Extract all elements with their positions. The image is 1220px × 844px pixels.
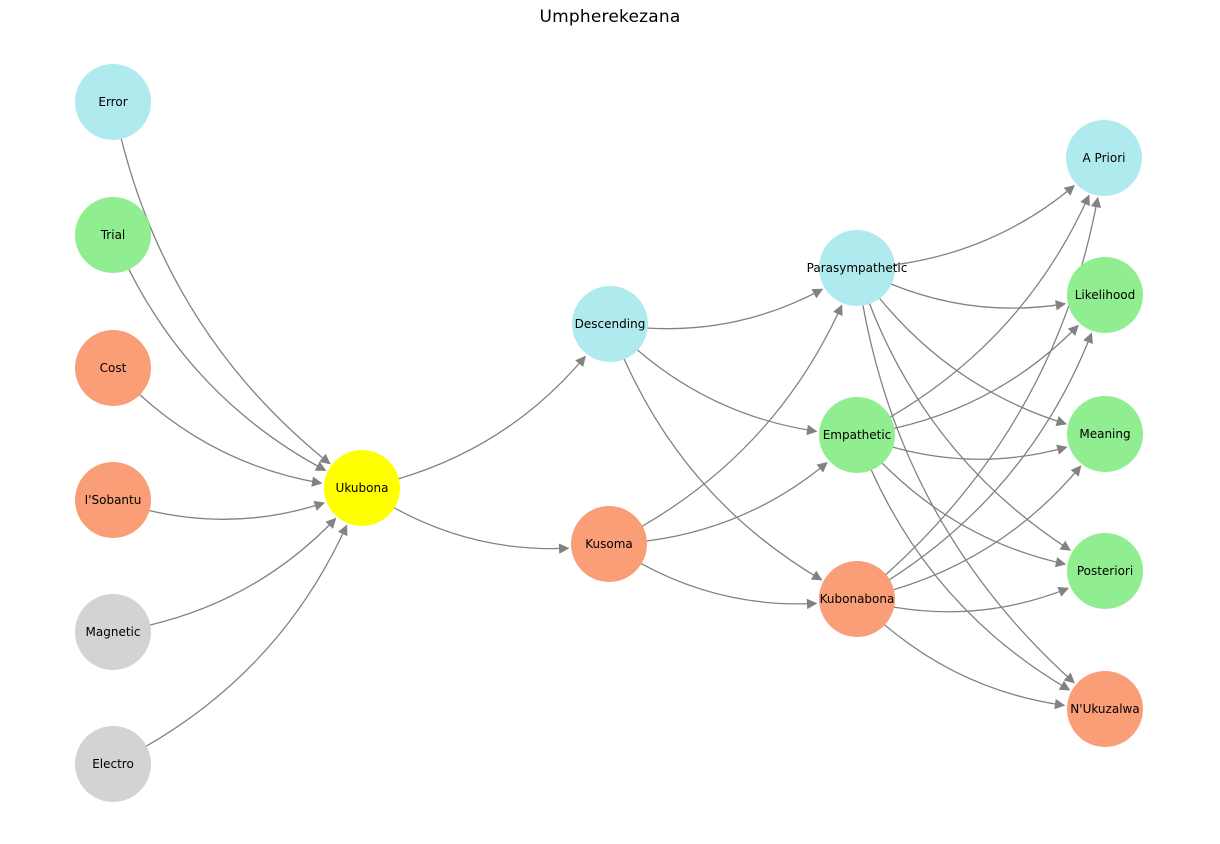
node-ukubona: Ukubona	[324, 450, 400, 526]
edge-kubonabona-nukuzalwa	[883, 624, 1066, 710]
chart-title: Umpherekezana	[539, 7, 681, 27]
edge-parasympathetic-meaning	[879, 297, 1067, 427]
edge-descending-kubonabona	[623, 358, 823, 581]
edge-parasympathetic-apriori	[894, 185, 1075, 266]
edge-empathetic-posteriori	[881, 462, 1067, 568]
node-parasympathetic: Parasympathetic	[807, 230, 907, 306]
edge-electro-ukubona	[145, 524, 348, 747]
node-error: Error	[75, 64, 151, 140]
edge-error-ukubona	[120, 138, 331, 465]
node-posteriori: Posteriori	[1067, 533, 1143, 609]
edge-parasympathetic-posteriori	[868, 303, 1072, 551]
node-circle-meaning	[1067, 396, 1143, 472]
node-circle-likelihood	[1067, 257, 1143, 333]
node-cost: Cost	[75, 330, 151, 406]
edge-parasympathetic-nukuzalwa	[862, 305, 1075, 684]
node-circle-kusoma	[571, 506, 647, 582]
edge-kubonabona-likelihood	[888, 332, 1093, 581]
edge-empathetic-apriori	[889, 194, 1090, 418]
node-circle-error	[75, 64, 151, 140]
edge-kubonabona-meaning	[893, 465, 1082, 591]
node-empathetic: Empathetic	[819, 397, 895, 473]
node-circle-ukubona	[324, 450, 400, 526]
node-apriori: A Priori	[1066, 120, 1142, 196]
edge-descending-parasympathetic	[647, 288, 824, 330]
edge-trial-ukubona	[128, 269, 327, 471]
edge-empathetic-likelihood	[893, 324, 1079, 430]
node-kusoma: Kusoma	[571, 506, 647, 582]
node-kubonabona: Kubonabona	[819, 561, 895, 637]
edge-layer	[120, 138, 1102, 747]
edge-empathetic-meaning	[892, 444, 1068, 460]
node-circle-nukuzalwa	[1067, 671, 1143, 747]
edge-kubonabona-apriori	[885, 196, 1102, 576]
node-nukuzalwa: N'Ukuzalwa	[1067, 671, 1143, 747]
edge-magnetic-ukubona	[149, 517, 337, 626]
node-circle-posteriori	[1067, 533, 1143, 609]
edge-parasympathetic-likelihood	[890, 283, 1067, 311]
node-circle-magnetic	[75, 594, 151, 670]
node-electro: Electro	[75, 726, 151, 802]
edge-isobantu-ukubona	[148, 500, 325, 520]
edge-kusoma-empathetic	[646, 462, 828, 542]
node-likelihood: Likelihood	[1067, 257, 1143, 333]
node-circle-empathetic	[819, 397, 895, 473]
edge-kusoma-parasympathetic	[641, 304, 843, 527]
edge-cost-ukubona	[138, 393, 323, 487]
node-circle-cost	[75, 330, 151, 406]
node-circle-parasympathetic	[819, 230, 895, 306]
node-descending: Descending	[572, 286, 648, 362]
node-circle-apriori	[1066, 120, 1142, 196]
node-magnetic: Magnetic	[75, 594, 151, 670]
node-circle-trial	[75, 197, 151, 273]
node-isobantu: I'Sobantu	[75, 462, 151, 538]
node-trial: Trial	[75, 197, 151, 273]
node-circle-electro	[75, 726, 151, 802]
edge-kusoma-kubonabona	[640, 563, 818, 610]
edge-kubonabona-posteriori	[893, 586, 1069, 613]
node-circle-isobantu	[75, 462, 151, 538]
edge-empathetic-nukuzalwa	[870, 469, 1071, 691]
node-circle-kubonabona	[819, 561, 895, 637]
edge-ukubona-kusoma	[393, 507, 570, 554]
node-circle-descending	[572, 286, 648, 362]
node-meaning: Meaning	[1067, 396, 1143, 472]
edge-ukubona-descending	[398, 355, 586, 480]
edge-descending-empathetic	[637, 349, 818, 436]
